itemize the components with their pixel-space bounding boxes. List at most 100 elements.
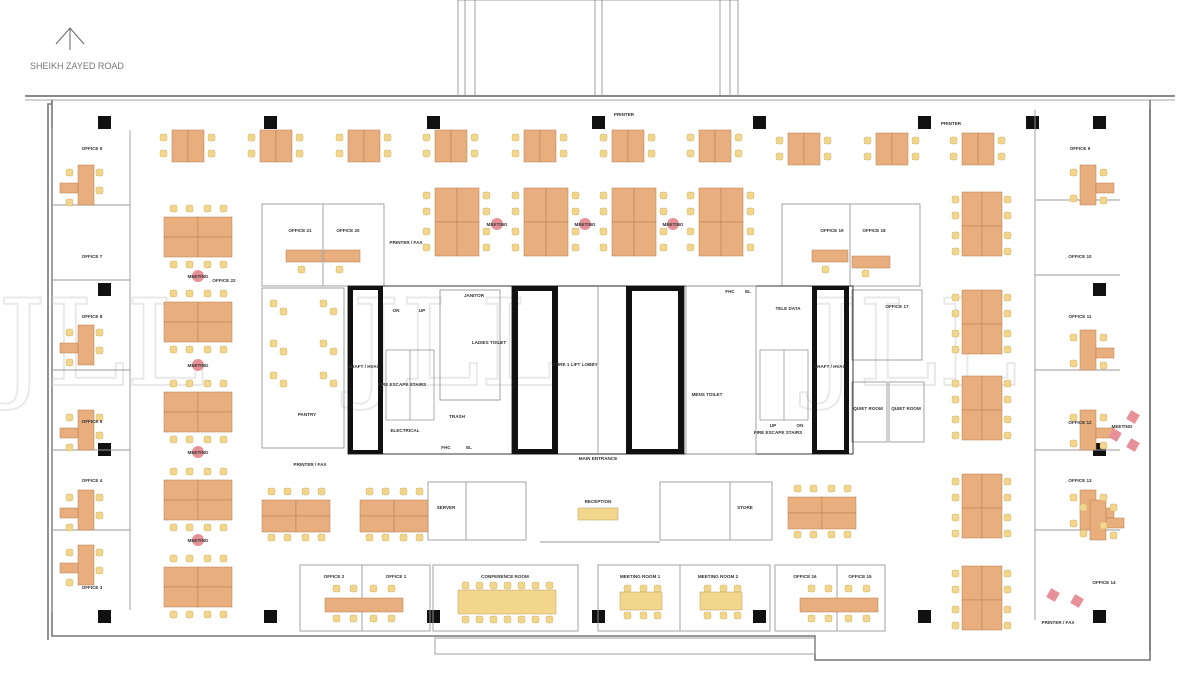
chair xyxy=(422,243,431,252)
desk xyxy=(891,132,909,166)
chair xyxy=(911,152,920,161)
chair xyxy=(219,289,228,298)
room-labels: OFFICE 6 OFFICE 7 OFFICE 8 OFFICE 5 OFFI… xyxy=(82,112,1133,625)
label-ladies: LADIES TOILET xyxy=(472,340,507,345)
chair xyxy=(203,610,212,619)
label-fire2: FIRE ESCAPE STAIRS xyxy=(754,430,802,435)
chair xyxy=(329,347,338,356)
chair xyxy=(185,554,194,563)
chair xyxy=(95,431,104,440)
label-fhc2: FHC xyxy=(725,289,735,294)
chair xyxy=(489,615,498,624)
desk xyxy=(961,473,983,509)
chair xyxy=(65,548,74,557)
label-quiet1: QUIET ROOM xyxy=(853,406,883,411)
chair xyxy=(951,293,960,302)
desk xyxy=(77,409,95,451)
chair xyxy=(571,207,580,216)
column xyxy=(98,443,111,456)
svg-text:JLL: JLL xyxy=(0,275,205,414)
label-fhc1: FHC xyxy=(441,445,451,450)
chair xyxy=(951,345,960,354)
chair xyxy=(65,443,74,452)
chair xyxy=(65,578,74,587)
chair xyxy=(95,511,104,520)
chair xyxy=(95,413,104,422)
label-office21: OFFICE 21 xyxy=(288,228,312,233)
chair xyxy=(827,530,836,539)
chair xyxy=(65,198,74,207)
chair xyxy=(415,487,424,496)
chair xyxy=(571,243,580,252)
chair xyxy=(422,207,431,216)
chair xyxy=(686,191,695,200)
chair xyxy=(203,204,212,213)
chair xyxy=(65,523,74,532)
chair xyxy=(279,347,288,356)
desk xyxy=(197,391,233,413)
chair xyxy=(95,328,104,337)
chair xyxy=(951,585,960,594)
desk xyxy=(961,409,983,441)
chair xyxy=(95,548,104,557)
label-shaft2: SHAFT / HVAC xyxy=(814,364,846,369)
chair xyxy=(511,191,520,200)
desk xyxy=(851,255,891,269)
chair xyxy=(169,379,178,388)
column xyxy=(918,116,931,129)
column xyxy=(592,116,605,129)
chair xyxy=(482,227,491,236)
chair xyxy=(686,243,695,252)
meeting-chair xyxy=(1070,594,1084,608)
desk xyxy=(285,249,323,263)
desk xyxy=(1089,499,1107,541)
chair xyxy=(1003,195,1012,204)
chair xyxy=(317,487,326,496)
chair xyxy=(319,371,328,380)
chair xyxy=(349,584,358,593)
chair xyxy=(65,328,74,337)
chair xyxy=(844,584,853,593)
chair xyxy=(951,493,960,502)
label-meeting-a: MEETING xyxy=(188,274,209,279)
chair xyxy=(95,493,104,502)
chair xyxy=(686,133,695,142)
chair xyxy=(1003,211,1012,220)
desk xyxy=(163,411,199,433)
chair xyxy=(65,358,74,367)
label-meeting-room1: MEETING ROOM 1 xyxy=(620,574,661,579)
chair xyxy=(823,152,832,161)
desk xyxy=(324,597,404,613)
label-meeting-d: MEETING xyxy=(188,538,209,543)
desk xyxy=(171,129,189,163)
chair xyxy=(203,554,212,563)
desk xyxy=(787,512,823,530)
chair xyxy=(1003,395,1012,404)
chair xyxy=(545,615,554,624)
chair xyxy=(511,149,520,158)
chair xyxy=(807,614,816,623)
desk xyxy=(163,586,199,608)
chair xyxy=(511,133,520,142)
label-office8: OFFICE 8 xyxy=(82,314,103,319)
chair xyxy=(647,133,656,142)
top-structure xyxy=(25,0,1175,101)
chair xyxy=(1099,168,1108,177)
chair xyxy=(1069,493,1078,502)
chair xyxy=(185,379,194,388)
chair xyxy=(793,484,802,493)
label-office2: OFFICE 2 xyxy=(324,574,345,579)
chair xyxy=(482,191,491,200)
chair xyxy=(301,533,310,542)
desk xyxy=(197,411,233,433)
label-office9: OFFICE 9 xyxy=(1070,146,1091,151)
chair xyxy=(1079,503,1088,512)
desk xyxy=(197,479,233,501)
desk xyxy=(1105,517,1125,529)
label-janitor: JANITOR xyxy=(464,293,485,298)
chair xyxy=(1003,309,1012,318)
chair xyxy=(335,133,344,142)
chair xyxy=(659,227,668,236)
chair xyxy=(843,530,852,539)
